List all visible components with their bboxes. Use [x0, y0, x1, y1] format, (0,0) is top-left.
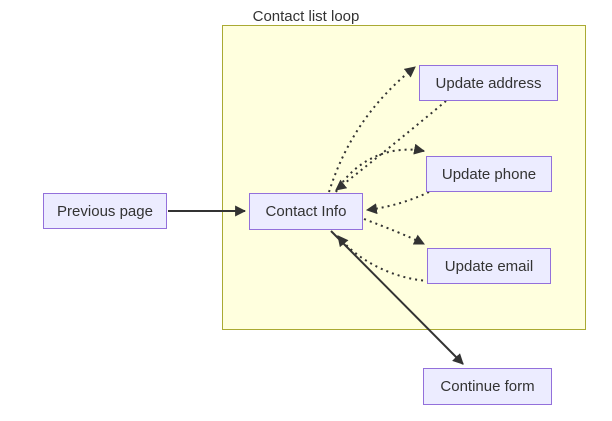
node-update-phone-label: Update phone	[441, 165, 537, 183]
node-update-email-label: Update email	[444, 257, 534, 275]
edge-contact-info-to-update-phone	[335, 143, 426, 193]
edge-contact-info-to-update-address	[328, 66, 416, 193]
cluster-title: Contact list loop	[252, 8, 360, 25]
node-previous-page-label: Previous page	[57, 202, 153, 220]
edge-update-address-to-contact-info	[335, 100, 447, 191]
node-update-phone: Update phone	[426, 156, 552, 192]
node-continue-form: Continue form	[423, 368, 552, 405]
node-contact-info-label: Contact Info	[265, 203, 347, 220]
edge-contact-info-to-update-email	[363, 218, 425, 245]
node-update-email: Update email	[427, 248, 551, 284]
node-update-address-label: Update address	[435, 74, 542, 92]
node-contact-info: Contact Info	[249, 193, 363, 230]
node-continue-form-label: Continue form	[440, 378, 535, 395]
edge-update-email-to-contact-info	[337, 235, 430, 282]
edge-update-phone-to-contact-info	[365, 191, 430, 215]
node-previous-page: Previous page	[43, 193, 167, 229]
node-update-address: Update address	[419, 65, 558, 101]
edge-contact-info-to-continue-form	[330, 230, 464, 365]
